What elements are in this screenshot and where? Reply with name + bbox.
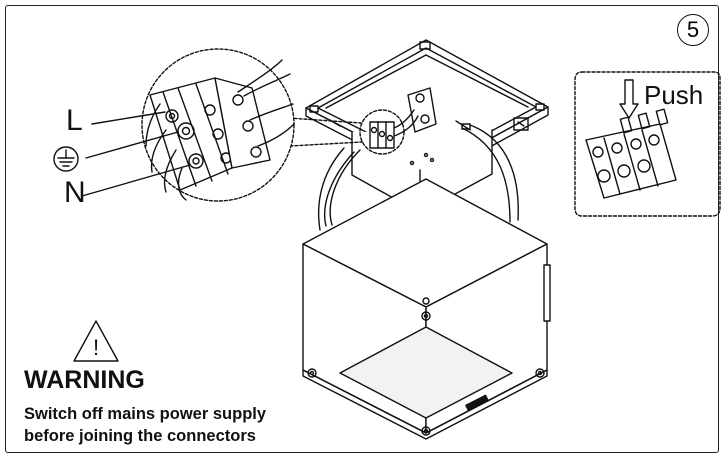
cables: [317, 124, 519, 231]
magnified-connector-detail: [141, 48, 295, 202]
connector-bracket: [369, 87, 437, 149]
push-inset: [574, 71, 721, 217]
step-number: 5: [677, 14, 709, 46]
push-label: Push: [644, 80, 704, 110]
warning-triangle-icon: [73, 320, 119, 362]
warning-line-1: Switch off mains power supply: [24, 405, 267, 423]
lens: [339, 326, 513, 419]
earth-ground-symbol: [53, 146, 79, 172]
neutral-wire-label: N: [64, 176, 86, 209]
warning-title: WARNING: [24, 366, 145, 394]
warning-line-2: before joining the connectors: [24, 427, 256, 445]
live-wire-label: L: [66, 104, 83, 137]
luminaire-cube: [302, 178, 551, 440]
diagram-frame: [5, 5, 719, 453]
magnifier-small-circle: [359, 109, 405, 155]
svg-text:!: !: [93, 335, 99, 360]
